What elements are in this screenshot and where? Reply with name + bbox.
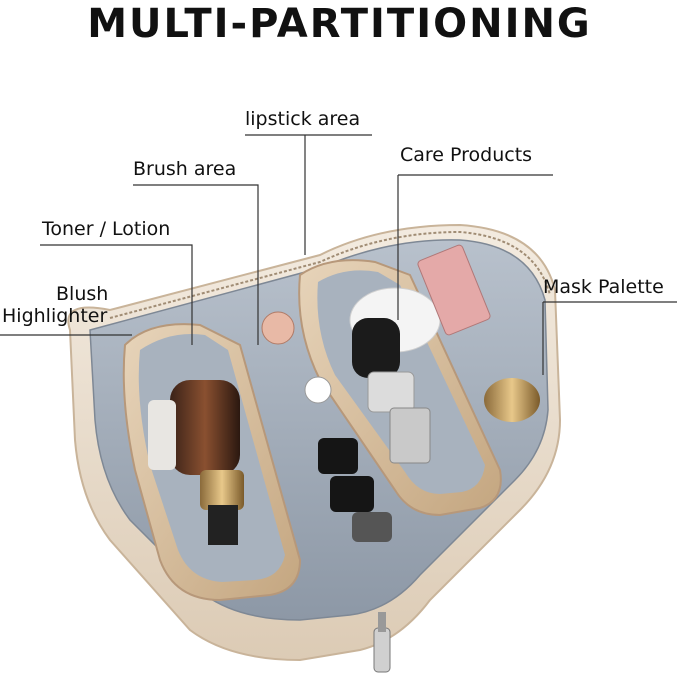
leader-lines [0, 134, 677, 375]
toner-bottle [170, 380, 240, 475]
label-lipstick-area: lipstick area [245, 108, 361, 130]
label-toner-lotion: Toner / Lotion [42, 218, 171, 240]
nail-bottle [318, 438, 358, 474]
mask-palette [417, 244, 491, 336]
label-blush: Blush [56, 283, 109, 305]
headline: MULTI-PARTITIONING [87, 1, 592, 47]
label-brush-area: Brush area [133, 158, 237, 180]
leader-brush [133, 184, 259, 345]
cream-jar [484, 378, 540, 422]
zipper-pull [373, 627, 391, 673]
leader-toner [40, 244, 193, 345]
label-mask-palette: Mask Palette [543, 276, 664, 298]
label-highlighter: Highlighter [2, 305, 108, 327]
leader-mask [542, 301, 677, 375]
lipstick-cap [261, 311, 295, 345]
leader-lipstick [245, 134, 372, 255]
leader-care [397, 174, 553, 320]
label-care-products: Care Products [400, 144, 533, 166]
